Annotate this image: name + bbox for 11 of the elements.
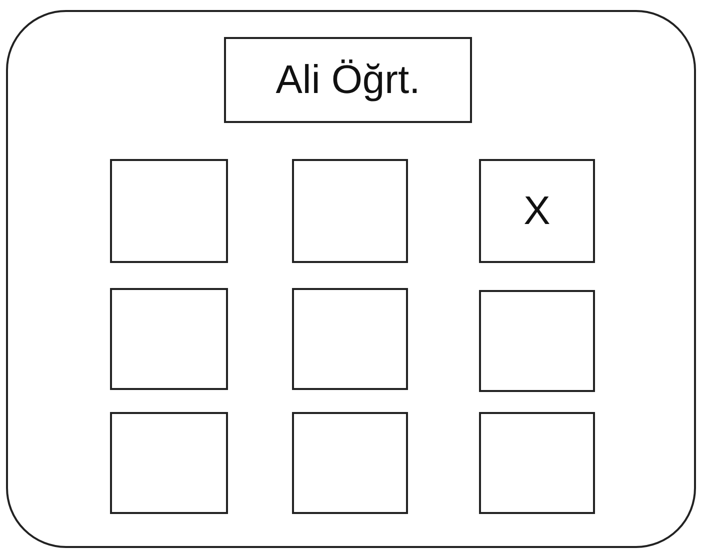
student-desk	[292, 412, 408, 514]
student-desk	[110, 288, 228, 390]
student-desk	[292, 288, 408, 390]
student-desk	[479, 412, 595, 514]
student-desk	[479, 290, 595, 392]
student-desk	[110, 159, 228, 263]
teacher-desk: Ali Öğrt.	[224, 37, 472, 123]
student-desk	[110, 412, 228, 514]
classroom-frame	[6, 10, 696, 548]
student-desk: X	[479, 159, 595, 263]
student-desk	[292, 159, 408, 263]
